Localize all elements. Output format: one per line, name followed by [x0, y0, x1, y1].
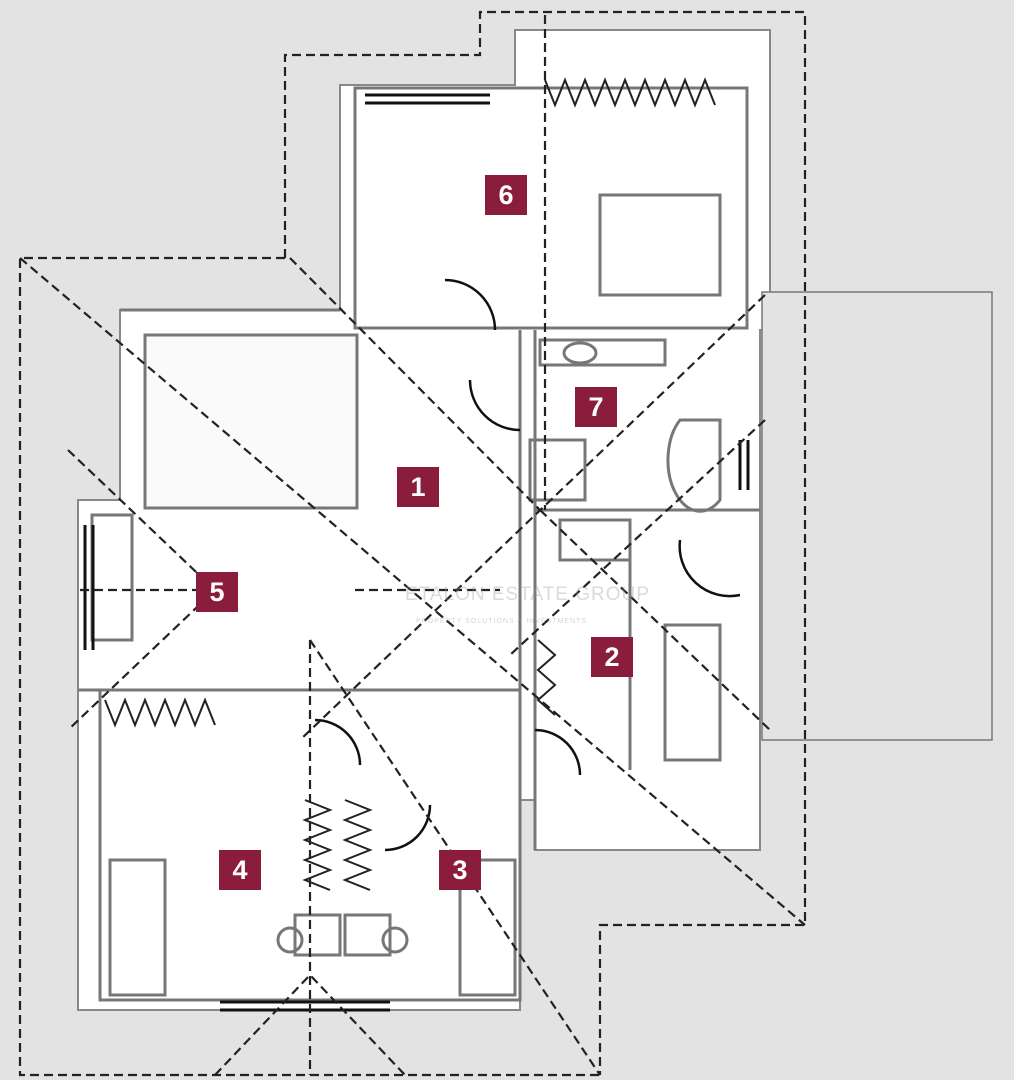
room-label-2: 2: [591, 637, 633, 677]
doors: [314, 278, 741, 852]
building-footprint: [77, 29, 771, 1011]
room-label-1: 1: [397, 467, 439, 507]
watermark-tagline: PROPERTY SOLUTIONS & INVESTMENTS: [416, 618, 587, 625]
room-label-5: 5: [196, 572, 238, 612]
wardrobes: [104, 77, 716, 891]
room-label-4: 4: [219, 850, 261, 890]
roof-lines: [18, 10, 807, 1077]
watermark-name: ETALON ESTATE GROUP: [405, 584, 650, 605]
room-label-7: 7: [575, 387, 617, 427]
room-label-3: 3: [439, 850, 481, 890]
room-label-6: 6: [485, 175, 527, 215]
windows: [83, 93, 750, 1012]
garage-extension: [761, 291, 993, 741]
